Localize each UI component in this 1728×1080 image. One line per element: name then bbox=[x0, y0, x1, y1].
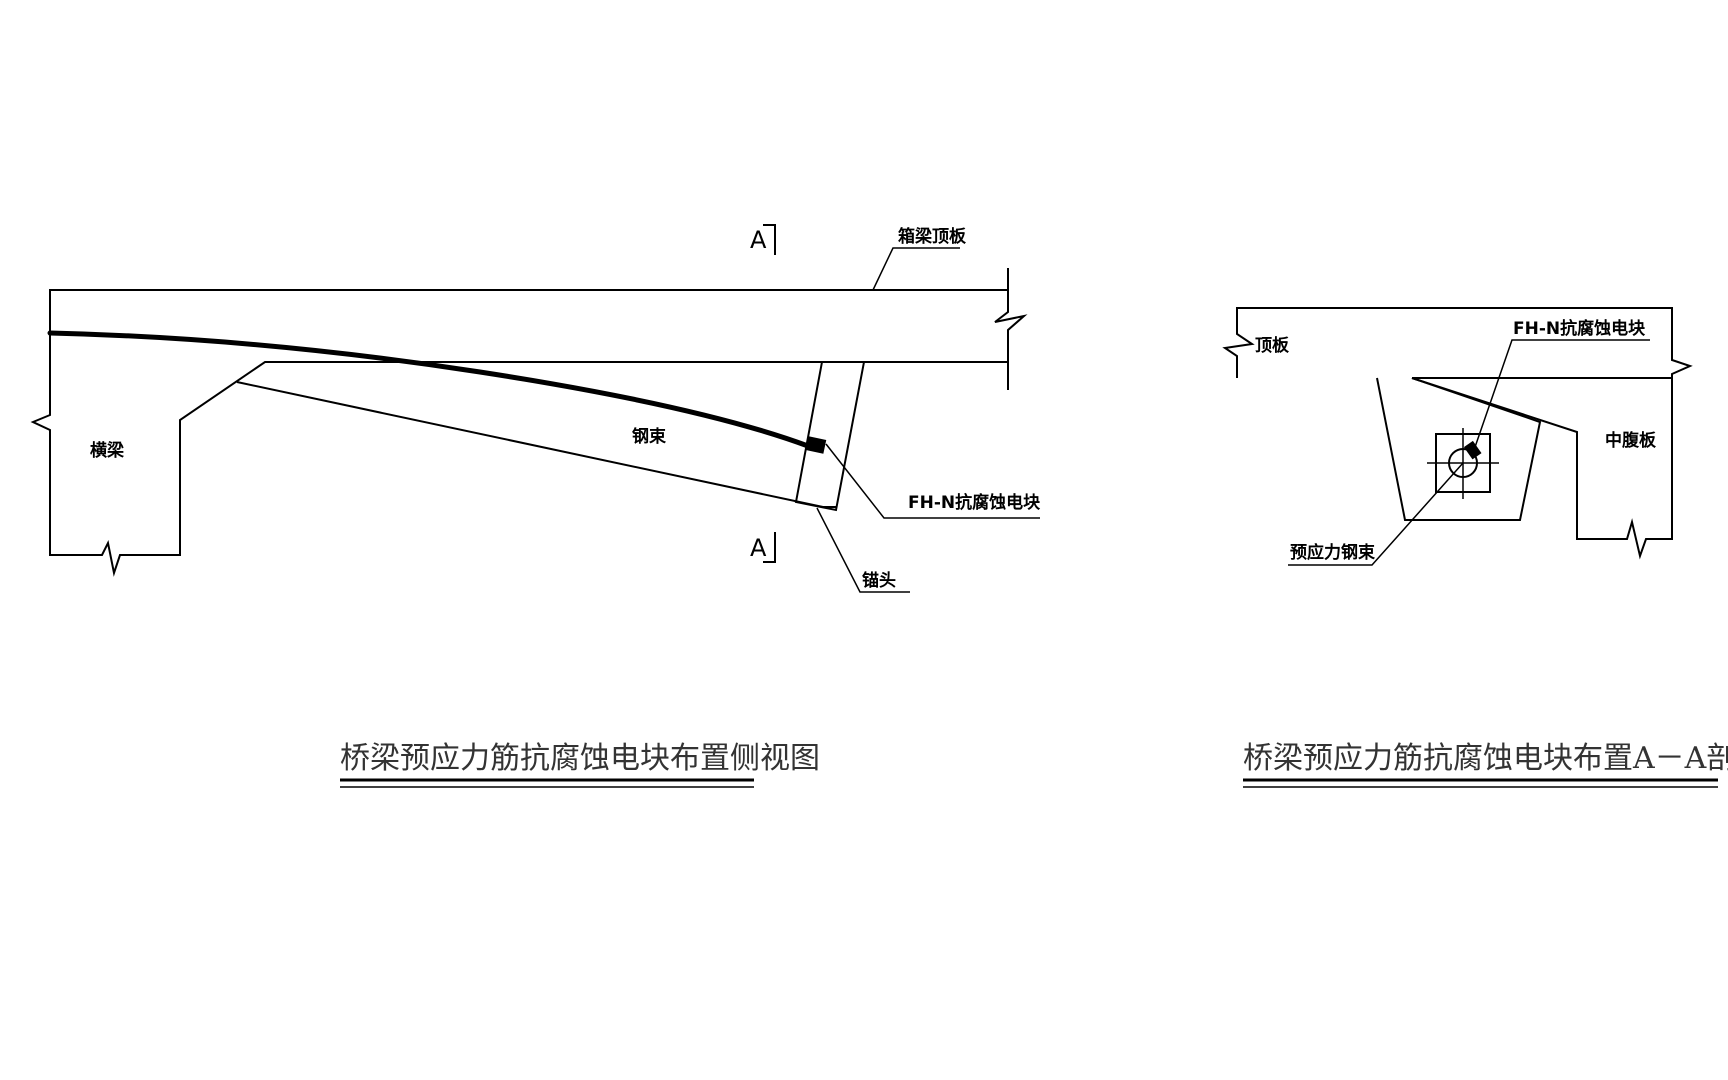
section-label-middle-web: 中腹板 bbox=[1605, 430, 1657, 451]
section-prestress-leader bbox=[1288, 462, 1464, 566]
section-label-anticorrosion-block: FH-N抗腐蚀电块 bbox=[1513, 318, 1646, 339]
section-mark-top-text: A bbox=[750, 226, 767, 254]
section-mark-bottom-text: A bbox=[750, 534, 767, 562]
side-view: A A 箱梁顶板 横梁 钢束 FH-N抗腐蚀电块 锚头 桥梁预应力筋抗腐蚀电块布… bbox=[30, 224, 1041, 788]
anticorrosion-block-marker bbox=[805, 436, 827, 454]
web-bottom-line bbox=[236, 381, 836, 508]
label-tendon: 钢束 bbox=[632, 426, 666, 447]
anchor-head-leader bbox=[816, 507, 910, 593]
label-cross-beam: 横梁 bbox=[90, 440, 125, 461]
label-anchor-head: 锚头 bbox=[862, 570, 896, 591]
section-top-slab-outline bbox=[1222, 307, 1693, 379]
section-anticorrosion-marker bbox=[1463, 440, 1482, 460]
section-label-top-slab: 顶板 bbox=[1255, 335, 1290, 356]
label-anticorrosion-block: FH-N抗腐蚀电块 bbox=[908, 492, 1041, 513]
anchor-block bbox=[794, 361, 865, 512]
section-bottom-box bbox=[1376, 377, 1542, 521]
top-slab-leader bbox=[872, 247, 960, 291]
section-view-title: 桥梁预应力筋抗腐蚀电块布置A－A剖面图 bbox=[1243, 741, 1728, 776]
section-view: 顶板 FH-N抗腐蚀电块 中腹板 预应力钢束 桥梁预应力筋抗腐蚀电块布置A－A剖… bbox=[1222, 307, 1728, 788]
anticorrosion-leader bbox=[825, 443, 1040, 519]
section-middle-web bbox=[1411, 377, 1673, 560]
section-anticorrosion-leader bbox=[1473, 339, 1650, 451]
slab-break-line bbox=[994, 268, 1028, 390]
top-slab-outline bbox=[30, 289, 1008, 577]
section-label-prestress-tendon: 预应力钢束 bbox=[1290, 542, 1375, 563]
section-mark-top-bracket bbox=[763, 224, 776, 255]
tendon-line bbox=[47, 330, 811, 449]
label-top-slab: 箱梁顶板 bbox=[898, 226, 967, 247]
side-view-title: 桥梁预应力筋抗腐蚀电块布置侧视图 bbox=[340, 741, 820, 776]
section-mark-bottom-bracket bbox=[763, 532, 776, 563]
